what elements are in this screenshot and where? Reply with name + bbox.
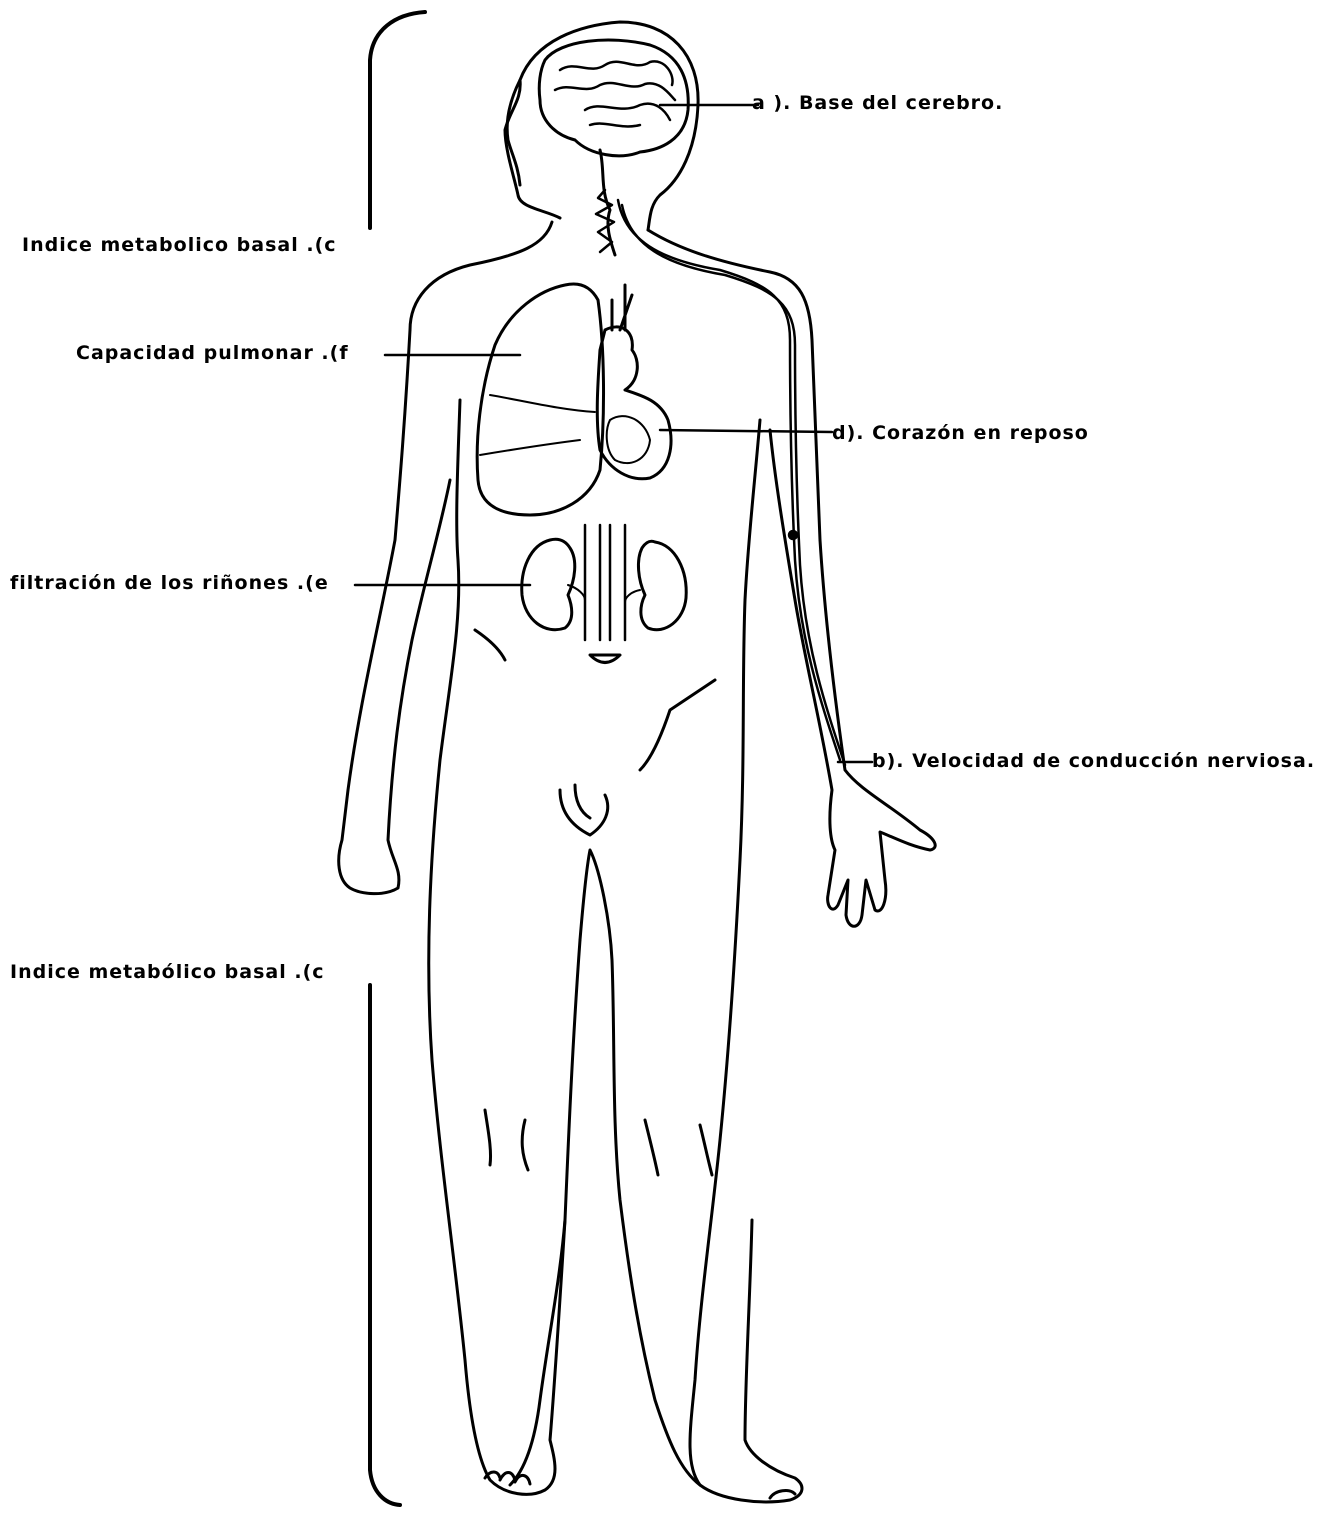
- leader-lines: [355, 105, 872, 762]
- label-velocidad-conduccion: b). Velocidad de conducción nerviosa.: [872, 752, 1315, 771]
- lower-bracket: [370, 985, 400, 1505]
- label-filtracion-rinones: filtración de los riñones .(e: [10, 574, 329, 593]
- label-indice-metabolico-upper: Indice metabolico basal .(c: [22, 236, 337, 255]
- label-corazon-en-reposo: d). Corazón en reposo: [832, 424, 1089, 443]
- label-indice-metabolico-lower: Indice metabólico basal .(c: [10, 963, 325, 982]
- kidneys-illustration: [522, 525, 686, 640]
- label-base-del-cerebro: a ). Base del cerebro.: [752, 94, 1003, 113]
- label-capacidad-pulmonar: Capacidad pulmonar .(f: [76, 344, 349, 363]
- upper-bracket: [370, 12, 425, 228]
- heart-illustration: [597, 285, 671, 479]
- lungs-illustration: [477, 284, 603, 515]
- leader-d: [660, 430, 832, 432]
